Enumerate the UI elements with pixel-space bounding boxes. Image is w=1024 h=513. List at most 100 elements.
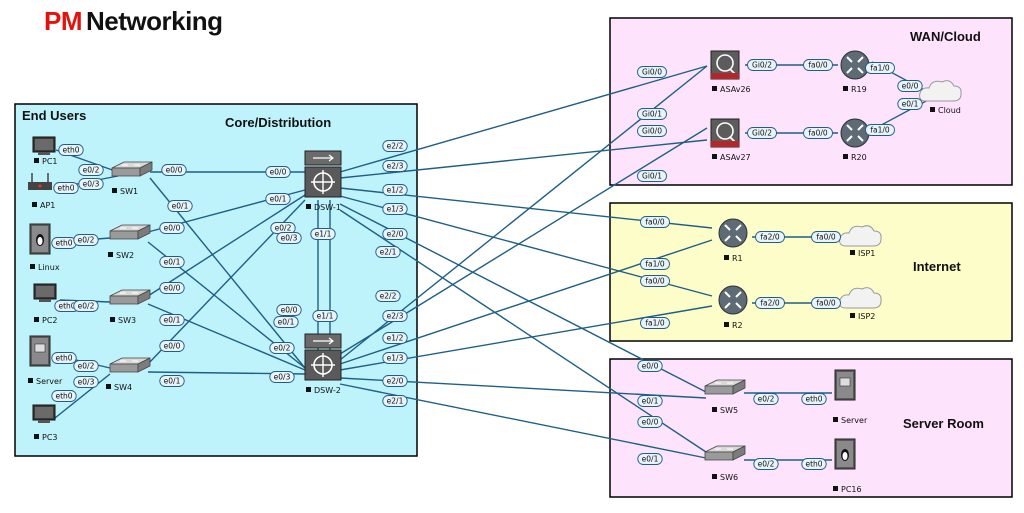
- svg-text:e0/2: e0/2: [78, 362, 95, 371]
- svg-text:eth0: eth0: [62, 146, 79, 155]
- port-sw5-e02: e0/2: [753, 393, 779, 405]
- device-isp2[interactable]: ISP2: [839, 287, 882, 321]
- port-srv2-eth0: eth0: [801, 393, 827, 405]
- device-marker: [30, 264, 35, 269]
- svg-text:e0/1: e0/1: [278, 318, 295, 327]
- device-marker: [712, 407, 717, 412]
- device-pc3[interactable]: PC3: [32, 404, 58, 442]
- device-marker: [712, 474, 717, 479]
- port-dsw1-e12: e1/2: [382, 184, 408, 196]
- port-r20-fa00: fa0/0: [803, 127, 833, 139]
- device-dsw2[interactable]: DSW-2: [304, 333, 342, 395]
- port-dsw1-e02: e0/2: [270, 222, 296, 234]
- port-pc16-eth0: eth0: [801, 458, 827, 470]
- svg-text:e1/2: e1/2: [387, 334, 404, 343]
- device-label-dsw2: DSW-2: [314, 386, 341, 395]
- svg-text:e0/3: e0/3: [274, 373, 291, 382]
- device-marker: [34, 317, 39, 322]
- title-main: Networking: [86, 6, 223, 36]
- svg-text:e1/1: e1/1: [317, 312, 334, 321]
- port-asav27-gi01: Gi0/1: [637, 170, 667, 182]
- device-label-pc16: PC16: [841, 485, 862, 494]
- device-cloud[interactable]: Cloud: [919, 80, 962, 115]
- svg-text:Gi0/1: Gi0/1: [642, 172, 662, 181]
- device-marker: [843, 154, 848, 159]
- device-server[interactable]: Server: [28, 335, 63, 386]
- device-label-sw3: SW3: [118, 316, 136, 325]
- device-label-server: Server: [36, 377, 63, 386]
- device-sw3[interactable]: SW3: [109, 289, 151, 325]
- device-label-sw2: SW2: [116, 251, 134, 260]
- device-server2[interactable]: Server: [833, 369, 868, 425]
- svg-text:e0/2: e0/2: [83, 166, 100, 175]
- device-linux[interactable]: Linux: [29, 223, 60, 272]
- device-sw6[interactable]: SW6: [704, 445, 746, 482]
- svg-text:fa0/0: fa0/0: [816, 233, 836, 242]
- svg-text:e2/3: e2/3: [387, 312, 404, 321]
- svg-text:eth0: eth0: [58, 302, 75, 311]
- server-room-label: Server Room: [903, 416, 984, 431]
- device-dsw1[interactable]: DSW-1: [304, 150, 342, 212]
- device-r19[interactable]: R19: [840, 50, 870, 94]
- device-label-pc1: PC1: [42, 157, 58, 166]
- port-sw3-e00: e0/0: [159, 282, 185, 294]
- port-pc3-eth0: eth0: [51, 390, 77, 402]
- svg-text:e0/0: e0/0: [642, 418, 659, 427]
- device-label-sw5: SW5: [720, 406, 738, 415]
- port-dsw2-e12: e1/2: [382, 332, 408, 344]
- port-dsw2-e00: e0/0: [276, 304, 302, 316]
- device-asav26[interactable]: ASAv26: [710, 50, 751, 94]
- device-pc16[interactable]: PC16: [833, 438, 862, 494]
- device-pc2[interactable]: PC2: [33, 283, 58, 325]
- device-ap1[interactable]: AP1: [28, 173, 55, 210]
- port-pc2-eth0: eth0: [54, 300, 80, 312]
- svg-text:e0/0: e0/0: [902, 82, 919, 91]
- device-sw2[interactable]: SW2: [108, 224, 151, 260]
- port-sw4-e02: e0/2: [73, 360, 99, 372]
- device-sw1[interactable]: SW1: [111, 161, 153, 196]
- svg-text:e0/0: e0/0: [164, 224, 181, 233]
- device-pc1[interactable]: PC1: [32, 136, 58, 166]
- svg-text:Gi0/1: Gi0/1: [642, 110, 662, 119]
- svg-text:e0/1: e0/1: [642, 397, 659, 406]
- svg-text:fa1/0: fa1/0: [870, 126, 890, 135]
- link-pc3-sw4: [54, 373, 111, 419]
- svg-text:eth0: eth0: [805, 395, 822, 404]
- device-marker: [108, 252, 113, 257]
- svg-text:e0/1: e0/1: [164, 316, 181, 325]
- svg-text:e0/3: e0/3: [281, 234, 298, 243]
- port-dsw1-e03: e0/3: [276, 232, 302, 244]
- port-dsw1-e23: e2/3: [382, 160, 408, 172]
- device-label-server2: Server: [841, 416, 868, 425]
- port-sw3-e02: e0/2: [73, 300, 99, 312]
- port-cloud-e00: e0/0: [897, 80, 923, 92]
- device-r1[interactable]: R1: [718, 218, 748, 263]
- port-sw1-e02: e0/2: [78, 164, 104, 176]
- device-sw4[interactable]: SW4: [106, 357, 151, 392]
- device-label-pc3: PC3: [42, 433, 58, 442]
- internet-label: Internet: [913, 259, 961, 274]
- device-marker: [306, 387, 311, 392]
- port-sw1-e00: e0/0: [161, 164, 187, 176]
- device-marker: [34, 158, 39, 163]
- port-r20-fa10: fa1/0: [865, 124, 895, 136]
- port-sw3-e01: e0/1: [159, 314, 185, 326]
- device-label-asav26: ASAv26: [720, 85, 751, 94]
- port-asav26-gi01: Gi0/1: [637, 108, 667, 120]
- svg-text:e0/3: e0/3: [78, 378, 95, 387]
- device-r2[interactable]: R2: [718, 285, 748, 330]
- svg-text:e0/2: e0/2: [78, 236, 95, 245]
- device-marker: [850, 313, 855, 318]
- device-sw5[interactable]: SW5: [704, 379, 746, 415]
- svg-text:e0/0: e0/0: [642, 362, 659, 371]
- device-r20[interactable]: R20: [840, 118, 870, 162]
- svg-text:e0/0: e0/0: [281, 306, 298, 315]
- core-label: Core/Distribution: [225, 115, 331, 130]
- port-sw5-e01: e0/1: [637, 395, 663, 407]
- port-dsw1-e21: e2/1: [375, 246, 401, 258]
- device-asav27[interactable]: ASAv27: [710, 118, 751, 162]
- svg-text:fa2/0: fa2/0: [760, 299, 780, 308]
- svg-text:e0/2: e0/2: [275, 224, 292, 233]
- port-dsw1-e20: e2/0: [382, 228, 408, 240]
